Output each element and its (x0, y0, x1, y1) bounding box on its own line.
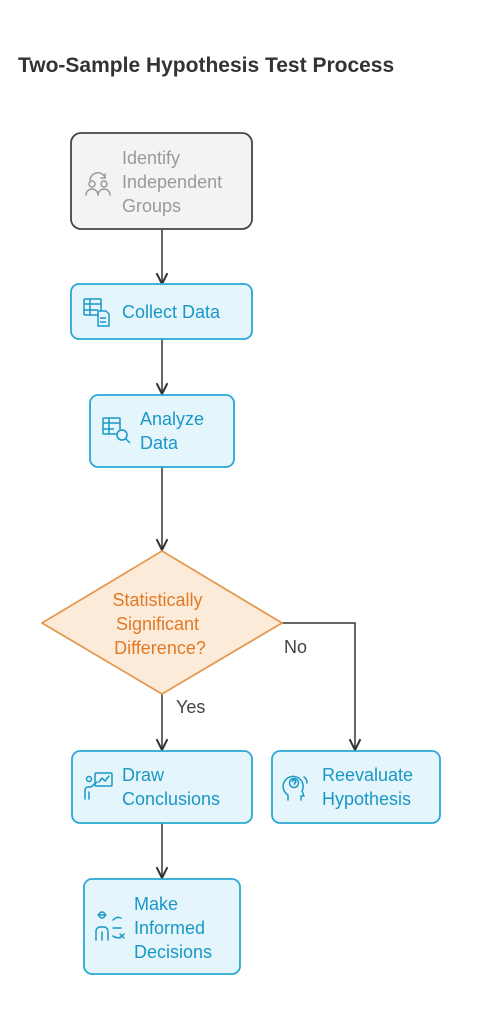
person-choice-icon (95, 911, 125, 941)
svg-text:Identify Independent: Identify Independent Groups (122, 148, 227, 216)
table-document-icon (83, 298, 110, 327)
node-make-line-2: Informed (134, 918, 205, 938)
head-question-icon (282, 775, 308, 801)
node-decision-line-3: Difference? (114, 638, 206, 658)
node-decision-significant-difference[interactable]: Statistically Significant Difference? (41, 550, 283, 695)
svg-text:Statistically Significan: Statistically Significant Difference? (112, 590, 207, 658)
group-refresh-icon (85, 172, 111, 196)
node-draw-line-2: Conclusions (122, 789, 220, 809)
node-make-informed-decisions[interactable]: Make Informed Decisions (83, 878, 241, 975)
node-decision-line-2: Significant (116, 614, 199, 634)
node-draw-line-1: Draw (122, 765, 165, 785)
node-identify-line-2: Independent (122, 172, 222, 192)
node-analyze-line-1: Analyze (140, 409, 204, 429)
node-draw-conclusions[interactable]: Draw Conclusions (71, 750, 253, 824)
svg-text:Reevaluate Hypothesis: Reevaluate Hypothesis (322, 765, 418, 809)
node-reevaluate-line-1: Reevaluate (322, 765, 413, 785)
node-identify-line-1: Identify (122, 148, 180, 168)
node-make-line-3: Decisions (134, 942, 212, 962)
svg-text:Draw Conclusions: Draw Conclusions (122, 765, 220, 809)
node-make-line-1: Make (134, 894, 178, 914)
diagram-title: Two-Sample Hypothesis Test Process (18, 54, 395, 77)
svg-text:Analyze Data: Analyze Data (140, 409, 209, 453)
table-search-icon (102, 417, 131, 444)
svg-text:Make Informed Deci: Make Informed Decisions (134, 894, 212, 962)
node-reevaluate-hypothesis[interactable]: Reevaluate Hypothesis (271, 750, 441, 824)
node-collect-label: Collect Data (122, 302, 221, 322)
edge-decision-reevaluate (282, 622, 355, 750)
node-analyze-line-2: Data (140, 433, 179, 453)
node-collect-data[interactable]: Collect Data (70, 283, 253, 340)
svg-text:Collect Data: Collect Data (122, 302, 221, 322)
node-identify-independent-groups[interactable]: Identify Independent Groups (70, 132, 253, 230)
node-decision-line-1: Statistically (112, 590, 202, 610)
node-reevaluate-line-2: Hypothesis (322, 789, 411, 809)
presenter-chart-icon (84, 772, 113, 800)
edges: Yes No (162, 229, 355, 878)
edge-label-yes: Yes (176, 697, 205, 717)
edge-label-no: No (284, 637, 307, 657)
node-identify-line-3: Groups (122, 196, 181, 216)
node-analyze-data[interactable]: Analyze Data (89, 394, 235, 468)
